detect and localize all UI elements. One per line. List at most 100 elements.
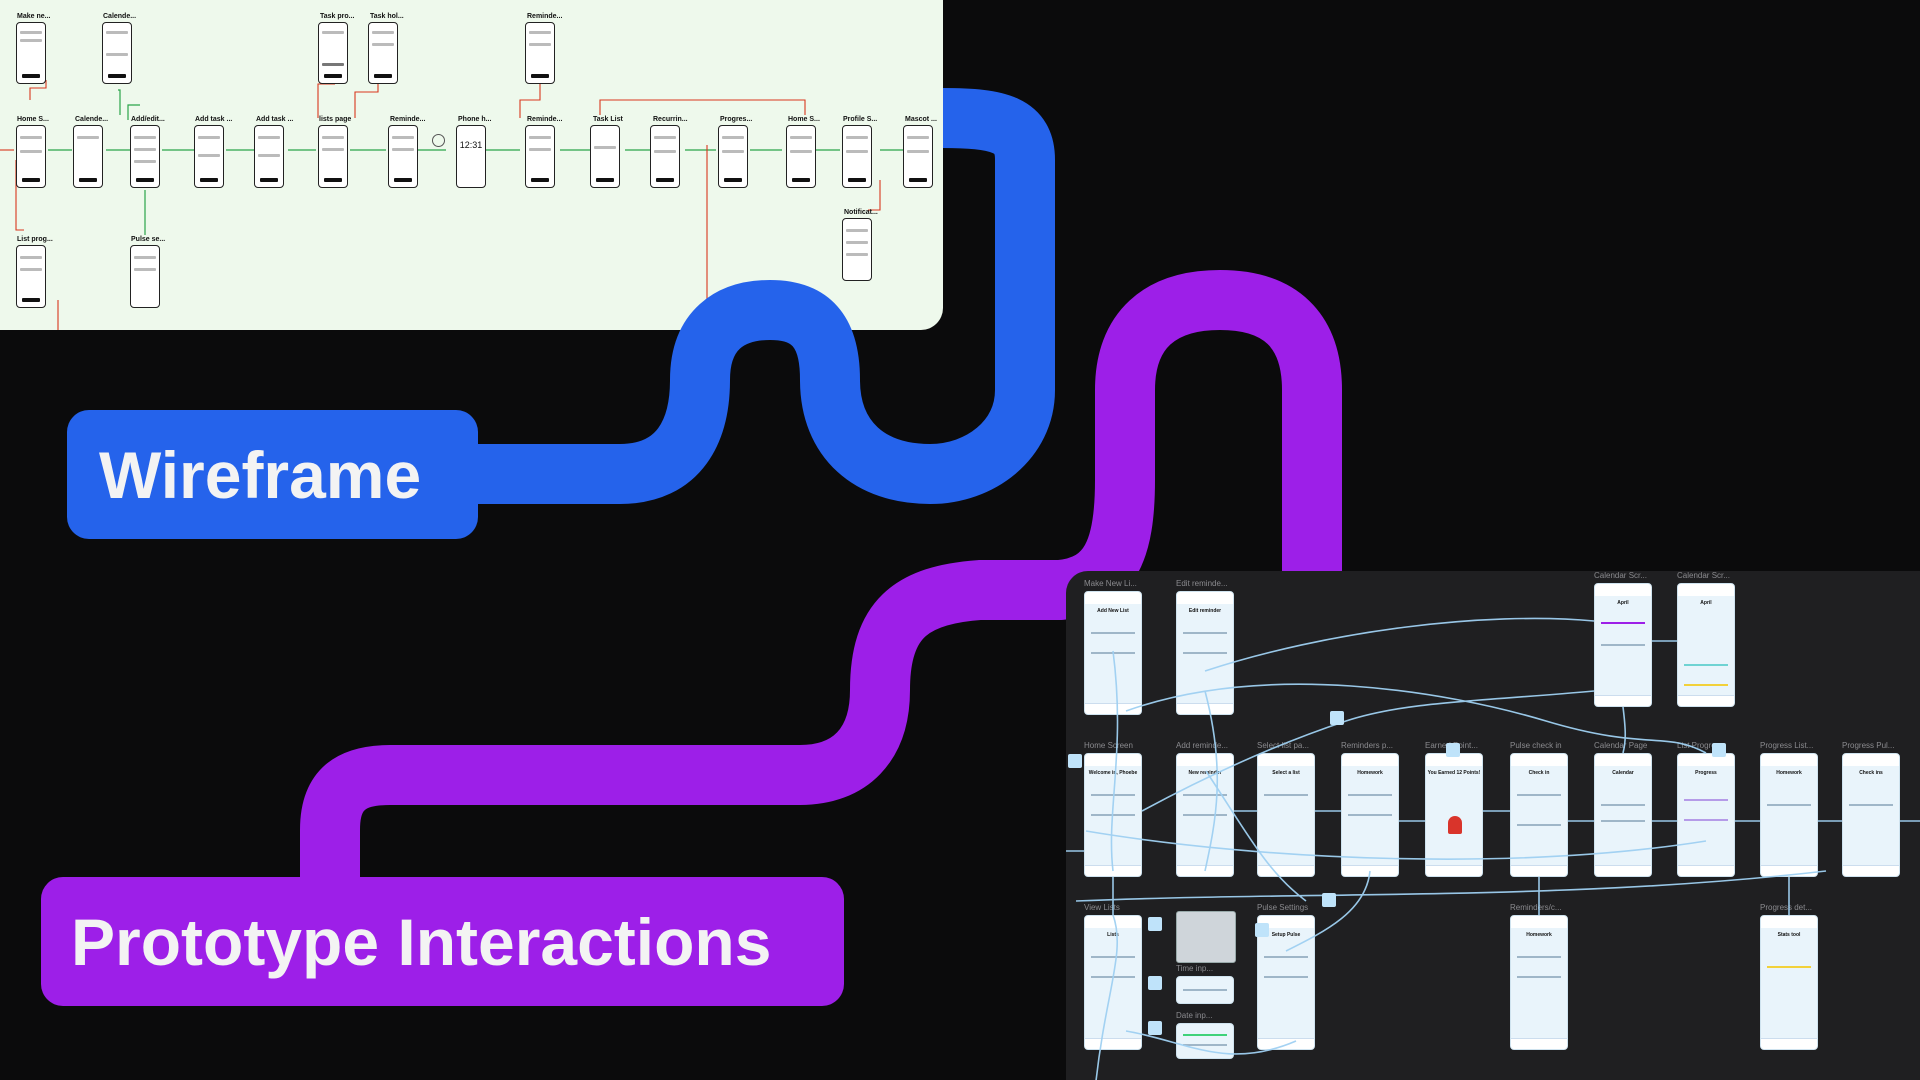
wf-label: Reminde... xyxy=(527,13,563,20)
prototype-board: Make New Li... Add New List Edit reminde… xyxy=(1066,571,1920,1080)
wf-label: Calende... xyxy=(75,116,109,123)
pr-label: Calendar Page xyxy=(1594,741,1648,750)
pr-screen-time-input[interactable] xyxy=(1176,976,1234,1004)
pr-label: List Progress xyxy=(1677,741,1724,750)
pr-label: Reminders p... xyxy=(1341,741,1394,750)
wf-label: Add task ... xyxy=(195,116,233,123)
wf-label: Mascot ... xyxy=(905,116,937,123)
pr-label: Calendar Scr... xyxy=(1677,571,1730,580)
pr-label: Progress Pul... xyxy=(1842,741,1895,750)
pr-screen-make-new-list[interactable]: Add New List xyxy=(1084,591,1142,715)
prototype-connectors xyxy=(1066,617,1920,1080)
pr-label: View Lists xyxy=(1084,903,1120,912)
pr-screen-progress-list[interactable]: Homework xyxy=(1760,753,1818,877)
pr-screen-calendar-scroll-1[interactable]: April xyxy=(1594,583,1652,707)
wf-label: Reminde... xyxy=(527,116,563,123)
pr-title: April xyxy=(1617,600,1629,606)
wf-screen-task-list[interactable] xyxy=(590,125,620,188)
wf-label: List prog... xyxy=(17,236,53,243)
pr-title: Welcome in, Phoebe xyxy=(1088,770,1138,776)
pr-title: April xyxy=(1700,600,1712,606)
wf-label: lists page xyxy=(319,116,352,123)
pr-screen-calendar-page[interactable]: Calendar xyxy=(1594,753,1652,877)
wf-screen-phone-home[interactable]: 12:31 xyxy=(456,125,486,188)
pr-title: Edit reminder xyxy=(1188,608,1222,614)
wireframe-board: Make ne... Calende... Task pro... Task h… xyxy=(0,0,943,330)
wf-label: Home S... xyxy=(788,116,820,123)
wf-screen-list-progress[interactable] xyxy=(16,245,46,308)
wf-screen-make-new[interactable] xyxy=(16,22,46,84)
prototype-interactions-pill[interactable]: Prototype Interactions xyxy=(41,877,844,1006)
pr-screen-edit-reminder[interactable]: Edit reminder xyxy=(1176,591,1234,715)
wf-screen-pulse-settings[interactable] xyxy=(130,245,160,308)
pr-screen-pulse-settings[interactable]: Setup Pulse xyxy=(1257,915,1315,1050)
keyboard-frame[interactable] xyxy=(1176,911,1236,963)
pr-title: New reminder xyxy=(1188,770,1222,776)
pr-label: Reminders/c... xyxy=(1510,903,1562,912)
pr-title: Check in xyxy=(1528,770,1550,776)
wf-screen-add-task-1[interactable] xyxy=(194,125,224,188)
wf-label: Make ne... xyxy=(17,13,51,20)
pr-screen-calendar-scroll-2[interactable]: April xyxy=(1677,583,1735,707)
wf-screen-reminder[interactable] xyxy=(525,22,555,84)
pr-screen-reminders-completed[interactable]: Homework xyxy=(1510,915,1568,1050)
pr-label: Progress det... xyxy=(1760,903,1813,912)
wf-screen-add-edit[interactable] xyxy=(130,125,160,188)
wf-label: Add/edit... xyxy=(131,116,165,123)
wf-label: Task List xyxy=(593,116,623,123)
pr-label: Edit reminde... xyxy=(1176,579,1228,588)
wf-label: Pulse se... xyxy=(131,236,166,243)
wf-label: Phone h... xyxy=(458,116,492,123)
wf-label: Progres... xyxy=(720,116,753,123)
pr-screen-list-progress[interactable]: Progress xyxy=(1677,753,1735,877)
wf-screen-profile[interactable] xyxy=(842,125,872,188)
wireframe-connectors xyxy=(0,80,905,330)
pr-title: Homework xyxy=(1776,770,1802,776)
wf-screen-progress[interactable] xyxy=(718,125,748,188)
phone-time: 12:31 xyxy=(459,140,483,150)
pr-title: Stats tool xyxy=(1777,932,1801,938)
wf-screen-task-hold[interactable] xyxy=(368,22,398,84)
pr-screen-earned-points[interactable]: You Earned 12 Points! xyxy=(1425,753,1483,877)
wf-screen-reminder-2[interactable] xyxy=(388,125,418,188)
pr-label: Select list pa... xyxy=(1257,741,1310,750)
pr-title: Lists xyxy=(1107,932,1119,938)
wf-screen-lists[interactable] xyxy=(318,125,348,188)
wf-label: Reminde... xyxy=(390,116,426,123)
pr-screen-progress-pulse[interactable]: Check ins xyxy=(1842,753,1900,877)
wf-label: Task pro... xyxy=(320,13,355,20)
pr-title: Select a list xyxy=(1272,770,1300,776)
pr-title: Homework xyxy=(1526,932,1552,938)
wireframe-pill[interactable]: Wireframe xyxy=(67,410,478,539)
wf-screen-recurring[interactable] xyxy=(650,125,680,188)
wf-label: Notificat... xyxy=(844,209,878,216)
pr-title: Check ins xyxy=(1859,770,1883,776)
pr-title: Setup Pulse xyxy=(1271,932,1301,938)
wf-screen-mascot[interactable] xyxy=(903,125,933,188)
mascot-icon xyxy=(1448,816,1462,834)
clock-icon xyxy=(432,134,445,147)
pr-label: Time inp... xyxy=(1176,964,1214,973)
wf-screen-notifications[interactable] xyxy=(842,218,872,281)
pr-screen-progress-details[interactable]: Stats tool xyxy=(1760,915,1818,1050)
pr-title: You Earned 12 Points! xyxy=(1427,770,1481,776)
wf-screen-calendar[interactable] xyxy=(102,22,132,84)
pr-title: Add New List xyxy=(1097,608,1129,614)
wf-screen-calendar-2[interactable] xyxy=(73,125,103,188)
wf-screen-task-progress[interactable] xyxy=(318,22,348,84)
pr-label: Home Screen xyxy=(1084,741,1133,750)
pr-label: Make New Li... xyxy=(1084,579,1137,588)
pr-screen-home[interactable]: Welcome in, Phoebe xyxy=(1084,753,1142,877)
wf-screen-home[interactable] xyxy=(16,125,46,188)
wf-label: Add task ... xyxy=(256,116,294,123)
pr-title: Homework xyxy=(1357,770,1383,776)
pr-title: Progress xyxy=(1695,770,1717,776)
pr-screen-reminders[interactable]: Homework xyxy=(1341,753,1399,877)
pr-screen-select-list[interactable]: Select a list xyxy=(1257,753,1315,877)
wf-screen-add-task-2[interactable] xyxy=(254,125,284,188)
wf-screen-home-2[interactable] xyxy=(786,125,816,188)
wf-label: Calende... xyxy=(103,13,137,20)
pr-label: Progress List... xyxy=(1760,741,1814,750)
wf-screen-reminder-3[interactable] xyxy=(525,125,555,188)
